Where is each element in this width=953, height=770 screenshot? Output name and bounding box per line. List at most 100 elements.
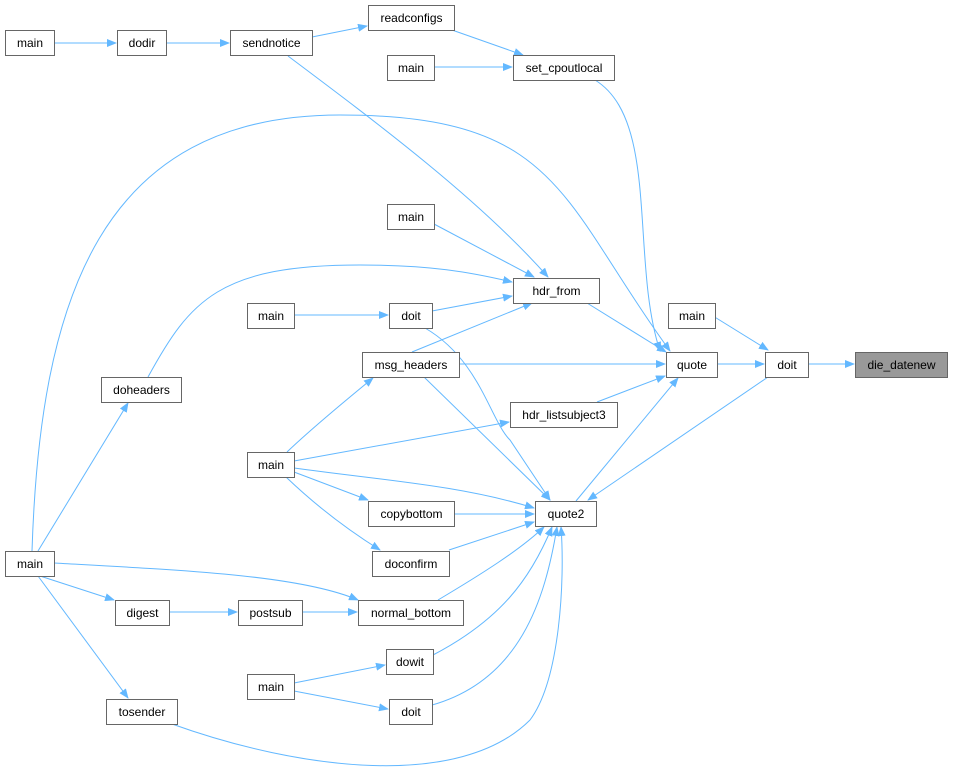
node-label: set_cpoutlocal — [526, 61, 603, 75]
node-box — [247, 452, 295, 478]
edge-hdr_listsubject3-quote — [596, 375, 666, 403]
node-doheaders[interactable]: doheaders — [101, 377, 182, 403]
node-label: main — [258, 309, 284, 323]
node-label: doit — [401, 309, 421, 323]
edge-main-copybottom — [293, 471, 369, 501]
node-label: digest — [126, 606, 159, 620]
node-main5[interactable]: main — [668, 303, 716, 329]
node-label: main — [17, 557, 43, 571]
node-box — [387, 55, 435, 81]
node-quote2[interactable]: quote2 — [535, 501, 597, 527]
node-box — [247, 303, 295, 329]
node-main6[interactable]: main — [247, 452, 295, 478]
edge-main-digest — [39, 575, 115, 602]
edge-doheaders-hdr_from — [147, 264, 513, 378]
node-tosender[interactable]: tosender — [106, 699, 178, 725]
node-dowit[interactable]: dowit — [386, 649, 434, 675]
node-label: doheaders — [113, 383, 170, 397]
node-box — [510, 402, 618, 428]
node-box — [117, 30, 167, 56]
node-box — [5, 30, 55, 56]
node-box — [230, 30, 313, 56]
node-label: postsub — [249, 606, 291, 620]
edge-normal_bottom-quote2 — [437, 526, 545, 601]
node-doit1[interactable]: doit — [389, 303, 433, 329]
node-die_datenew[interactable]: die_datenew — [855, 352, 948, 378]
edge-quote2-quote — [575, 377, 679, 502]
node-label: quote2 — [548, 507, 585, 521]
edge-sendnotice-hdr_from — [287, 55, 549, 278]
node-label: doit — [777, 358, 797, 372]
node-label: tosender — [119, 705, 166, 719]
node-main1[interactable]: main — [5, 30, 55, 56]
node-label: copybottom — [380, 507, 442, 521]
node-label: dodir — [129, 36, 156, 50]
node-box — [101, 377, 182, 403]
node-main2[interactable]: main — [387, 55, 435, 81]
node-postsub[interactable]: postsub — [238, 600, 303, 626]
edge-dowit-quote2 — [432, 526, 553, 656]
edge-main-quote2 — [293, 467, 535, 510]
node-box — [106, 699, 178, 725]
node-box — [368, 5, 455, 31]
edge-main-hdr_listsubject3 — [293, 419, 510, 462]
node-label: doit — [401, 705, 421, 719]
node-box — [666, 352, 718, 378]
edge-msg_headers-hdr_from — [411, 302, 533, 353]
edge-doit3-quote2 — [431, 526, 560, 706]
edge-set_cpoutlocal-quote — [594, 79, 661, 352]
node-box — [668, 303, 716, 329]
node-label: hdr_listsubject3 — [522, 408, 606, 422]
node-hdr_listsubject3[interactable]: hdr_listsubject3 — [510, 402, 618, 428]
node-box — [513, 55, 615, 81]
node-label: main — [398, 61, 424, 75]
node-box — [535, 501, 597, 527]
edge-main-quote-top — [31, 114, 671, 552]
node-label: normal_bottom — [371, 606, 451, 620]
node-doit3[interactable]: doit — [389, 699, 433, 725]
node-digest[interactable]: digest — [115, 600, 170, 626]
node-label: main — [679, 309, 705, 323]
node-normal_bottom[interactable]: normal_bottom — [358, 600, 464, 626]
node-copybottom[interactable]: copybottom — [368, 501, 455, 527]
node-hdr_from[interactable]: hdr_from — [513, 278, 600, 304]
node-box — [115, 600, 170, 626]
node-box — [855, 352, 948, 378]
node-label: doconfirm — [385, 557, 438, 571]
node-label: hdr_from — [532, 284, 580, 298]
edge-readconfigs-set_cpoutlocal — [451, 29, 524, 56]
edge-main-tosender — [37, 575, 129, 699]
node-sendnotice[interactable]: sendnotice — [230, 30, 313, 56]
node-main3[interactable]: main — [387, 204, 435, 230]
edge-main-dowit — [293, 662, 386, 684]
node-main7[interactable]: main — [5, 551, 55, 577]
node-msg_headers[interactable]: msg_headers — [362, 352, 460, 378]
node-box — [247, 674, 295, 700]
node-main4[interactable]: main — [247, 303, 295, 329]
node-box — [389, 303, 433, 329]
node-main8[interactable]: main — [247, 674, 295, 700]
node-box — [358, 600, 464, 626]
node-label: main — [17, 36, 43, 50]
node-label: quote — [677, 358, 707, 372]
node-box — [386, 649, 434, 675]
edge-main-doconfirm — [285, 476, 381, 551]
node-readconfigs[interactable]: readconfigs — [368, 5, 455, 31]
node-doconfirm[interactable]: doconfirm — [372, 551, 450, 577]
edge-main-doheaders — [37, 402, 129, 552]
node-box — [387, 204, 435, 230]
node-set_cpoutlocal[interactable]: set_cpoutlocal — [513, 55, 615, 81]
node-box — [238, 600, 303, 626]
edge-doconfirm-quote2 — [448, 521, 535, 551]
node-dodir[interactable]: dodir — [117, 30, 167, 56]
edge-tosender-quote2 — [171, 526, 566, 767]
node-box — [372, 551, 450, 577]
node-quote[interactable]: quote — [666, 352, 718, 378]
node-label: main — [398, 210, 424, 224]
nodes: main dodir sendnotice readconfigs main set_cp… — [5, 5, 948, 725]
node-label: main — [258, 458, 284, 472]
node-doit2[interactable]: doit — [765, 352, 809, 378]
edge-main-normal_bottom — [53, 562, 359, 601]
node-label: die_datenew — [867, 358, 935, 372]
